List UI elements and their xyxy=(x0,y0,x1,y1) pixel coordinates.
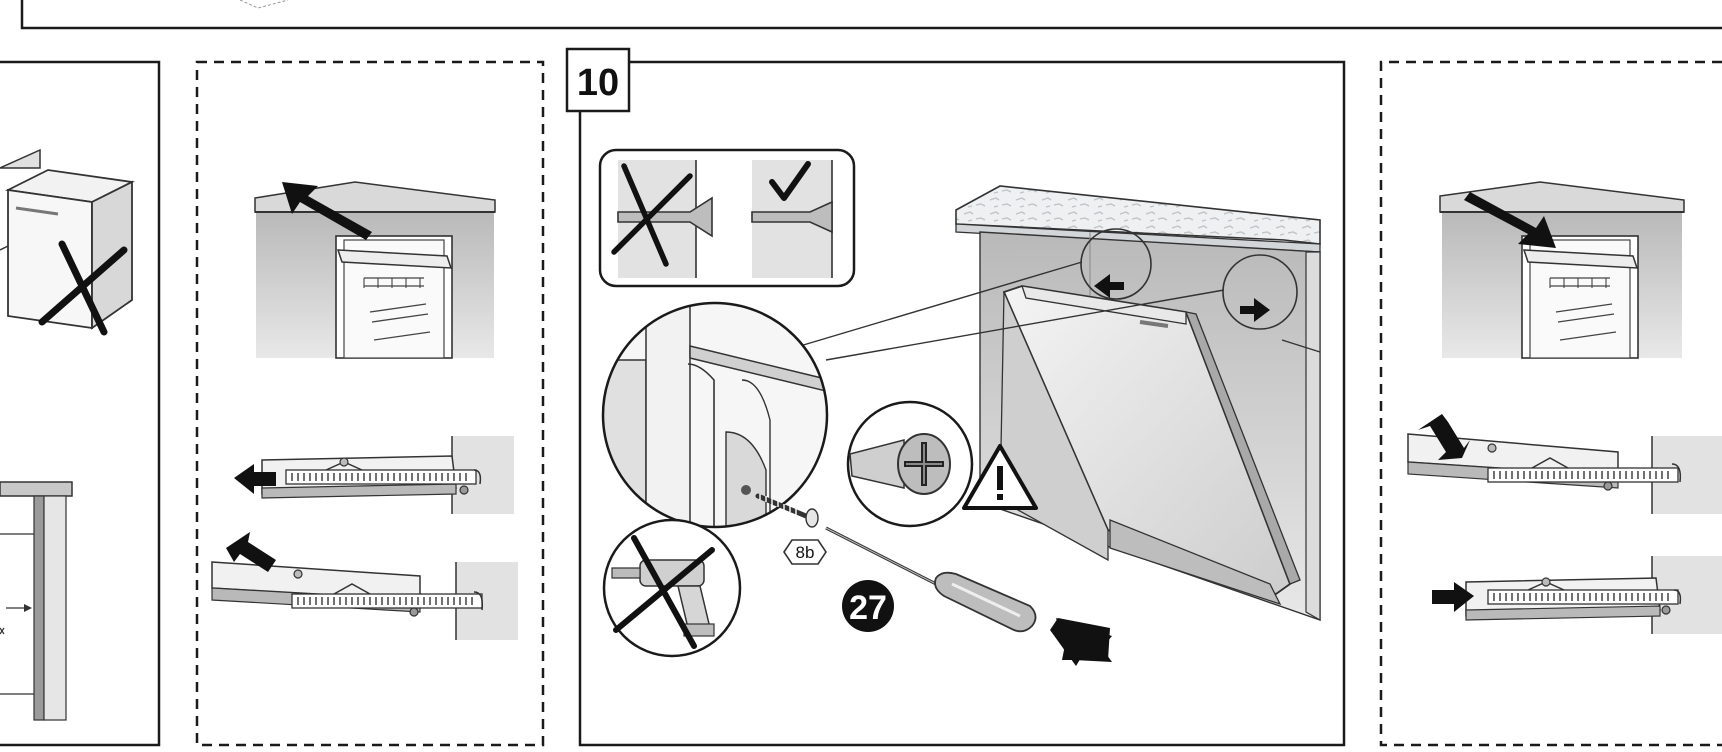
hinge-rail-upper xyxy=(261,436,514,514)
warning-triangle-icon xyxy=(962,444,1038,510)
drill-prohibited xyxy=(602,518,742,658)
arrow-up-left-icon xyxy=(226,532,276,572)
niche-section xyxy=(0,481,73,721)
arrow-down-right-icon xyxy=(1418,414,1470,460)
check-mark-icon xyxy=(769,161,811,201)
installed-dishwasher xyxy=(955,185,1321,622)
cabinet-niche xyxy=(1439,181,1685,359)
screwdriver xyxy=(825,526,1037,633)
panel-hinge-push-in xyxy=(1379,60,1722,747)
arrow-pull-out-icon xyxy=(282,182,372,240)
arrow-push-in-icon xyxy=(1464,192,1556,248)
screw xyxy=(755,493,819,528)
hinge-rail-lower xyxy=(1465,556,1722,634)
tool-number: 27 xyxy=(849,589,887,627)
wrong-right-inset xyxy=(598,148,856,288)
arrow-left-icon xyxy=(234,464,276,494)
step-number-box: 10 xyxy=(565,47,631,113)
screw-label-badge: 8b xyxy=(783,539,827,565)
detail-circle-right xyxy=(1222,254,1298,330)
cabinet-niche xyxy=(254,181,496,359)
panel-wrong-installation xyxy=(0,60,161,747)
cross-mark-icon xyxy=(613,535,715,649)
arrow-right-icon xyxy=(1432,582,1474,612)
phillips-head-icon xyxy=(846,400,974,528)
detail-circle-left xyxy=(1080,228,1152,300)
hinge-rail-lower xyxy=(211,561,518,640)
panel-step-10: 10 xyxy=(565,47,1346,747)
tool-number-badge: 27 xyxy=(842,580,894,632)
leader-lines xyxy=(799,261,1225,361)
screw-label: 8b xyxy=(796,543,815,562)
cross-mark-icon xyxy=(611,163,693,267)
panel-hinge-pull-out xyxy=(195,60,545,747)
arrow-push-icon xyxy=(1050,618,1112,666)
top-panel-edge xyxy=(20,0,1722,30)
step-number: 10 xyxy=(577,62,619,104)
zoom-detail-circle xyxy=(601,301,829,529)
cross-mark-icon xyxy=(38,240,128,336)
